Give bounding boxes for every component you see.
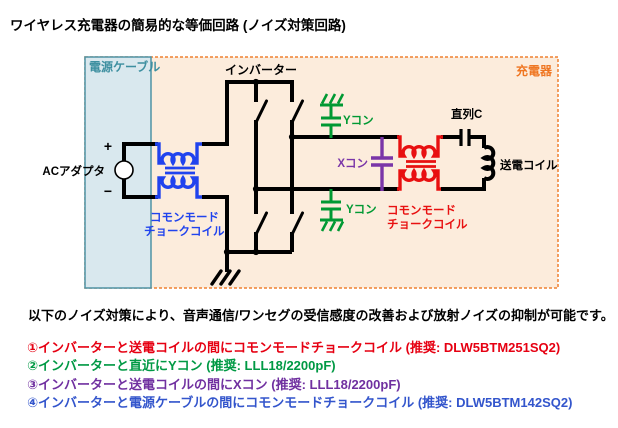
switch-blade (290, 211, 304, 236)
input-common-mode-choke: コモンモード チョークコイル (144, 142, 225, 238)
ac-source: + − ACアダプタ (42, 138, 158, 199)
charger-region-box (84, 56, 559, 289)
input-choke-label-1: コモンモード (150, 211, 219, 224)
tx-coil-label: 送電コイル (499, 158, 558, 172)
y-capacitor-bottom: Yコン (320, 189, 377, 232)
ac-source-symbol (114, 160, 134, 180)
output-common-mode-choke: コモンモード チョークコイル (387, 135, 468, 231)
countermeasure-item-2: ②インバーターと直近にYコン (推奨: LLL18/2200pF) (27, 358, 336, 374)
x-cap-label: Xコン (337, 158, 368, 170)
switch-blade (254, 99, 268, 124)
y-cap-top-label: Yコン (343, 115, 374, 127)
circuit-diagram: 電源ケーブル インバーター 充電器 + − ACアダプタ コモンモード チョーク… (42, 56, 559, 289)
ac-adapter-label: ACアダプタ (42, 164, 105, 178)
phase-dot (400, 149, 405, 155)
plus-terminal-label: + (104, 138, 112, 154)
countermeasure-item-3: ③インバーターと送電コイルの間にXコン (推奨: LLL18/2200pF) (27, 376, 401, 392)
choke-core (165, 166, 195, 175)
minus-terminal-label: − (104, 183, 112, 199)
ground-symbol (320, 220, 345, 232)
junction-dot (252, 78, 260, 86)
ground-symbol (210, 269, 241, 286)
countermeasure-item-4: ④インバーターと電源ケーブルの間にコモンモードチョークコイル (推奨: DLW5… (27, 395, 573, 411)
phase-dot (158, 178, 163, 184)
page-title: ワイヤレス充電器の簡易的な等価回路 (ノイズ対策回路) (10, 18, 346, 33)
countermeasure-item-1: ①インバーターと送電コイルの間にコモンモードチョークコイル (推奨: DLW5B… (27, 340, 561, 355)
junction-dot (252, 248, 260, 256)
switch-blade (290, 99, 304, 124)
series-cap-label: 直列C (451, 107, 482, 121)
x-capacitor: Xコン (337, 137, 393, 191)
note-text: 以下のノイズ対策により、音声通信/ワンセグの受信感度の改善および放射ノイズの抑制… (28, 308, 614, 323)
inverter-label: インバーター (225, 63, 297, 77)
phase-dot (158, 157, 163, 162)
ground-symbol (320, 93, 345, 105)
power-cable-region-label: 電源ケーブル (89, 59, 160, 74)
choke-core (406, 160, 436, 168)
input-choke-label-2: チョークコイル (144, 225, 225, 238)
countermeasure-list: ①インバーターと送電コイルの間にコモンモードチョークコイル (推奨: DLW5B… (27, 339, 572, 413)
phase-dot (400, 172, 405, 178)
switch-blade (254, 211, 268, 236)
output-choke-label-1: コモンモード (387, 204, 456, 217)
junction-dot (223, 248, 231, 256)
charger-region-label: 充電器 (516, 63, 553, 78)
coil-windings (480, 145, 496, 181)
output-choke-label-2: チョークコイル (387, 218, 468, 231)
y-capacitor-top: Yコン (320, 93, 374, 138)
y-cap-bottom-label: Yコン (346, 204, 377, 216)
transmission-coil: 送電コイル (441, 135, 558, 191)
